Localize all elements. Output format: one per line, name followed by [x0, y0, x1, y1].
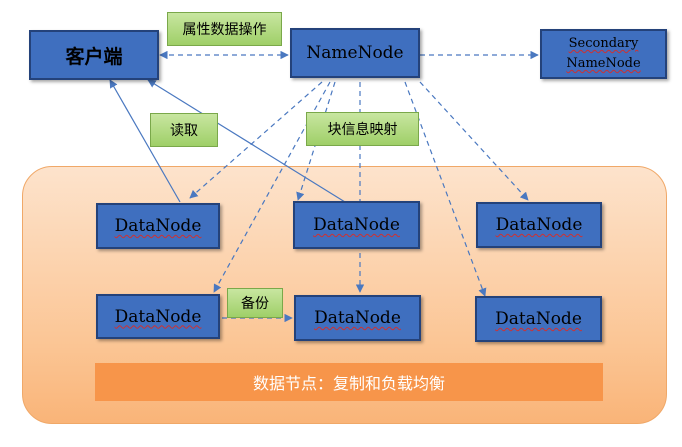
read-label: 读取	[150, 113, 218, 147]
datanode-1-label: DataNode	[114, 216, 202, 236]
secondary-namenode-label-line2: NameNode	[566, 56, 641, 71]
datanode-5-label: DataNode	[314, 308, 401, 328]
metadata-ops-text: 属性数据操作	[182, 22, 267, 38]
datanode-2: DataNode	[293, 201, 420, 249]
datanode-6-label: DataNode	[495, 309, 582, 329]
secondary-namenode: Secondary NameNode	[540, 29, 667, 79]
datanode-4: DataNode	[96, 294, 220, 339]
metadata-ops-label: 属性数据操作	[167, 12, 282, 46]
client-node-label: 客户端	[65, 45, 123, 68]
namenode-dn3-link	[419, 81, 529, 201]
backup-text: 备份	[241, 296, 269, 312]
read-text: 读取	[170, 123, 198, 139]
datanode-6: DataNode	[475, 296, 602, 342]
datanode-4-label: DataNode	[114, 306, 202, 327]
datanode-2-label: DataNode	[313, 215, 400, 235]
block-mapping-label: 块信息映射	[306, 112, 419, 146]
cluster-caption-text: 数据节点：复制和负载均衡	[252, 374, 445, 393]
datanode-3: DataNode	[476, 202, 602, 248]
namenode-dn2-link	[296, 81, 336, 201]
datanode-1: DataNode	[96, 203, 220, 249]
namenode: NameNode	[290, 28, 420, 78]
cluster-caption: 数据节点：复制和负载均衡	[95, 363, 603, 401]
client-node: 客户端	[29, 30, 159, 80]
datanode-5: DataNode	[294, 295, 421, 341]
namenode-dn1-link	[189, 81, 323, 199]
secondary-namenode-label-line1: Secondary	[568, 36, 639, 51]
datanode-3-label: DataNode	[495, 215, 583, 235]
read-link-1	[109, 79, 181, 203]
backup-label: 备份	[227, 288, 283, 318]
block-mapping-text: 块信息映射	[327, 122, 398, 138]
read-link-2	[147, 79, 346, 203]
namenode-label: NameNode	[306, 43, 404, 63]
